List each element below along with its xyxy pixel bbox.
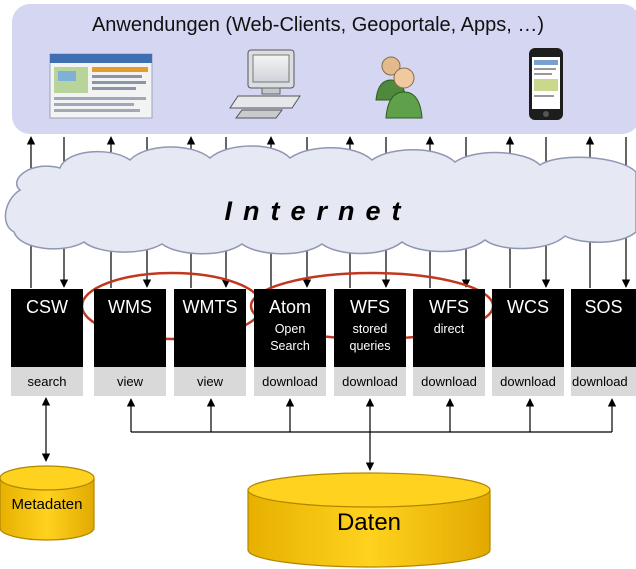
service-name: WCS	[507, 297, 549, 317]
service-subtitle: Open	[274, 322, 306, 336]
service-operation-label: download	[413, 367, 485, 396]
service-atom: Atom Open Search	[254, 289, 326, 367]
metadata-database	[0, 465, 95, 541]
desktop-computer-icon	[229, 49, 301, 119]
service-subtitle: Search	[270, 339, 310, 353]
service-operation-label: download	[492, 367, 564, 396]
service-name: Atom	[268, 297, 311, 317]
data-label: Daten	[336, 509, 402, 536]
service-operation-label: download	[571, 367, 636, 396]
service-operation-label: search	[11, 367, 83, 396]
service-operation-label: view	[174, 367, 246, 396]
service-wcs: WCS	[492, 289, 564, 367]
service-name: WFS	[350, 297, 390, 317]
service-operation-label: download	[254, 367, 326, 396]
service-name: SOS	[584, 297, 623, 317]
service-subtitle: direct	[433, 322, 465, 336]
data-bus	[126, 398, 617, 471]
service-name: CSW	[26, 297, 68, 317]
internet-label: Internet	[224, 196, 412, 226]
service-wfs-direct: WFS direct	[413, 289, 485, 367]
service-name: WMS	[108, 297, 152, 317]
service-operation-label: download	[334, 367, 406, 396]
data-database	[247, 472, 491, 568]
users-icon	[375, 56, 423, 119]
service-csw: CSW	[11, 289, 83, 367]
service-name: WMTS	[182, 297, 238, 317]
metadata-label: Metadaten	[11, 496, 83, 513]
service-operation-label: view	[94, 367, 166, 396]
service-wms: WMS	[94, 289, 166, 367]
service-sos: SOS	[571, 289, 636, 367]
internet-cloud	[4, 145, 636, 255]
smartphone-icon	[529, 48, 563, 120]
applications-title: Anwendungen (Web-Clients, Geoportale, Ap…	[91, 14, 545, 36]
service-wfs-stored: WFS stored queries	[334, 289, 406, 367]
service-name: WFS	[429, 297, 469, 317]
service-wmts: WMTS	[174, 289, 246, 367]
web-client-screenshot-icon	[49, 53, 153, 119]
service-subtitle: queries	[349, 339, 391, 353]
service-subtitle: stored	[352, 322, 388, 336]
